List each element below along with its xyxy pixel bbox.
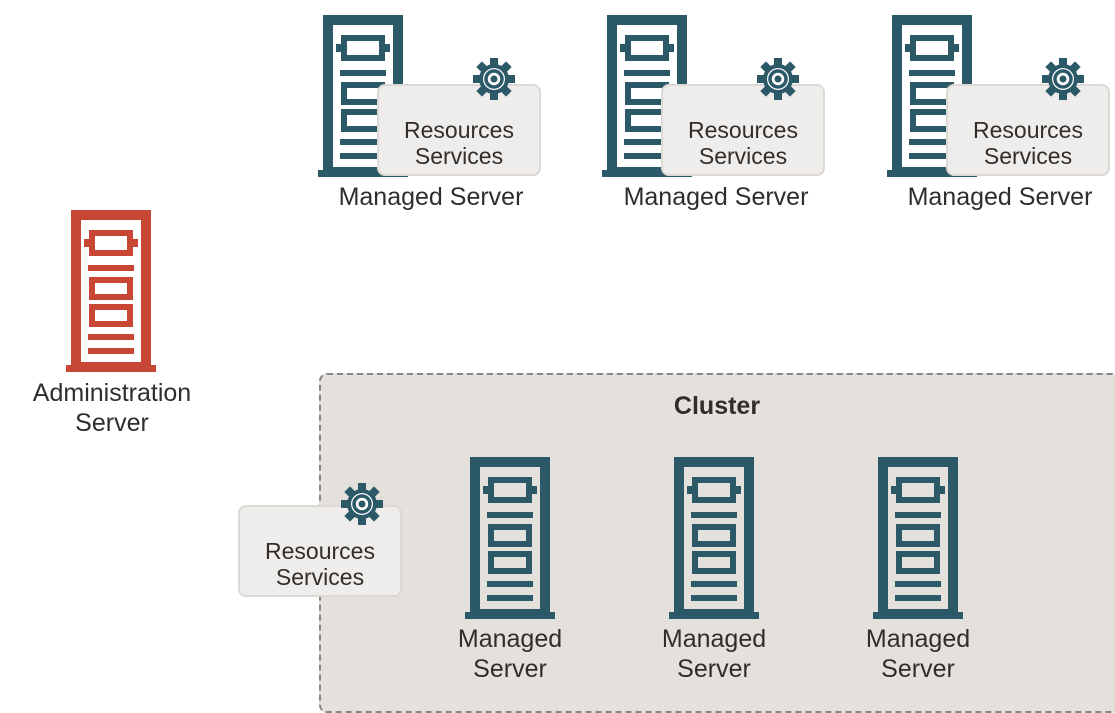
gear-icon (1041, 57, 1085, 101)
managed-server-label-line1: Managed (865, 625, 971, 653)
server-tower-icon (873, 457, 963, 619)
services-label: Services (275, 564, 365, 590)
resources-label: Resources (265, 538, 375, 564)
server-tower-icon (669, 457, 759, 619)
services-label: Services (698, 143, 788, 169)
resources-services-box: Resources Services (946, 84, 1110, 176)
resources-label: Resources (404, 117, 514, 143)
resources-services-box: Resources Services (661, 84, 825, 176)
services-label: Services (983, 143, 1073, 169)
admin-server-label-line2: Server (75, 409, 149, 437)
resources-label: Resources (688, 117, 798, 143)
managed-server-label-line1: Managed (661, 625, 767, 653)
managed-server-label-line2: Server (473, 655, 547, 683)
admin-server-label-line1: Administration (32, 379, 192, 407)
gear-icon (756, 57, 800, 101)
server-tower-icon (465, 457, 555, 619)
services-label: Services (414, 143, 504, 169)
resources-label: Resources (973, 117, 1083, 143)
resources-services-box: Resources Services (377, 84, 541, 176)
managed-server-label-line2: Server (881, 655, 955, 683)
cluster-title: Cluster (673, 392, 761, 420)
managed-server-label: Managed Server (623, 183, 809, 211)
managed-server-label: Managed Server (338, 183, 524, 211)
managed-server-label-line2: Server (677, 655, 751, 683)
managed-server-label: Managed Server (907, 183, 1093, 211)
gear-icon (340, 482, 384, 526)
admin-server-tower-icon (66, 210, 156, 372)
managed-server-label-line1: Managed (457, 625, 563, 653)
gear-icon (472, 57, 516, 101)
